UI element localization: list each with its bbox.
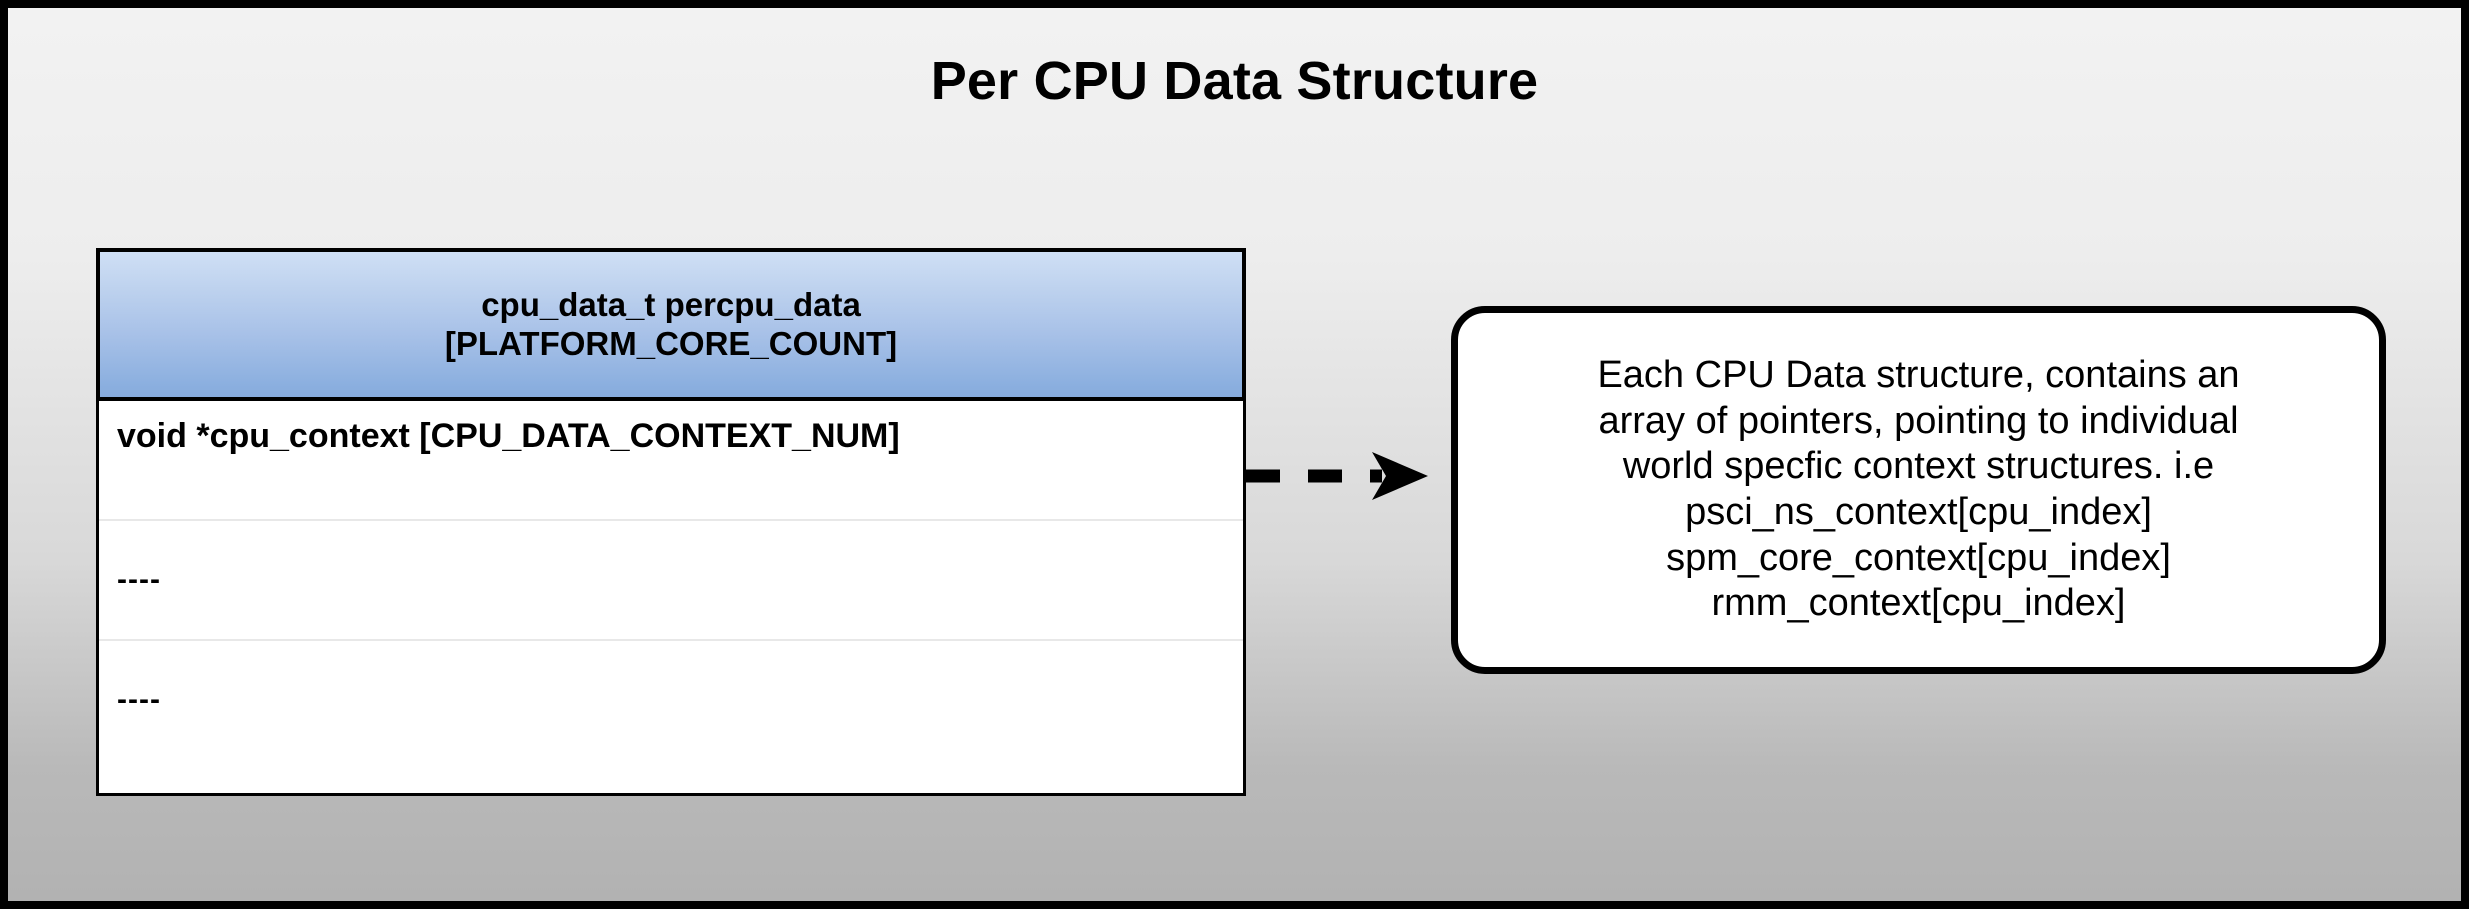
callout-line: spm_core_context[cpu_index]	[1666, 536, 2171, 579]
table-row: ----	[117, 683, 161, 716]
table-row: ----	[99, 521, 1243, 641]
callout-line: world specfic context structures. i.e	[1622, 445, 2215, 488]
struct-row-list: void *cpu_context [CPU_DATA_CONTEXT_NUM]…	[99, 401, 1243, 769]
callout-line: array of pointers, pointing to individua…	[1598, 399, 2239, 442]
table-row: void *cpu_context [CPU_DATA_CONTEXT_NUM]	[99, 401, 1243, 521]
struct-header: cpu_data_t percpu_data [PLATFORM_CORE_CO…	[96, 248, 1246, 401]
callout-line: psci_ns_context[cpu_index]	[1685, 491, 2152, 533]
dashed-arrow-connector	[1246, 446, 1446, 506]
callout-box: Each CPU Data structure, contains an arr…	[1451, 306, 2386, 674]
struct-header-line-1: cpu_data_t percpu_data	[481, 285, 861, 323]
callout-line: rmm_context[cpu_index]	[1711, 582, 2126, 625]
callout-line: Each CPU Data structure, contains an	[1597, 354, 2240, 397]
dashed-arrow-icon	[1246, 452, 1428, 500]
percpu-data-struct-box: cpu_data_t percpu_data [PLATFORM_CORE_CO…	[96, 248, 1246, 796]
struct-header-line-2: [PLATFORM_CORE_COUNT]	[444, 324, 898, 362]
page-title: Per CPU Data Structure	[930, 51, 1539, 111]
